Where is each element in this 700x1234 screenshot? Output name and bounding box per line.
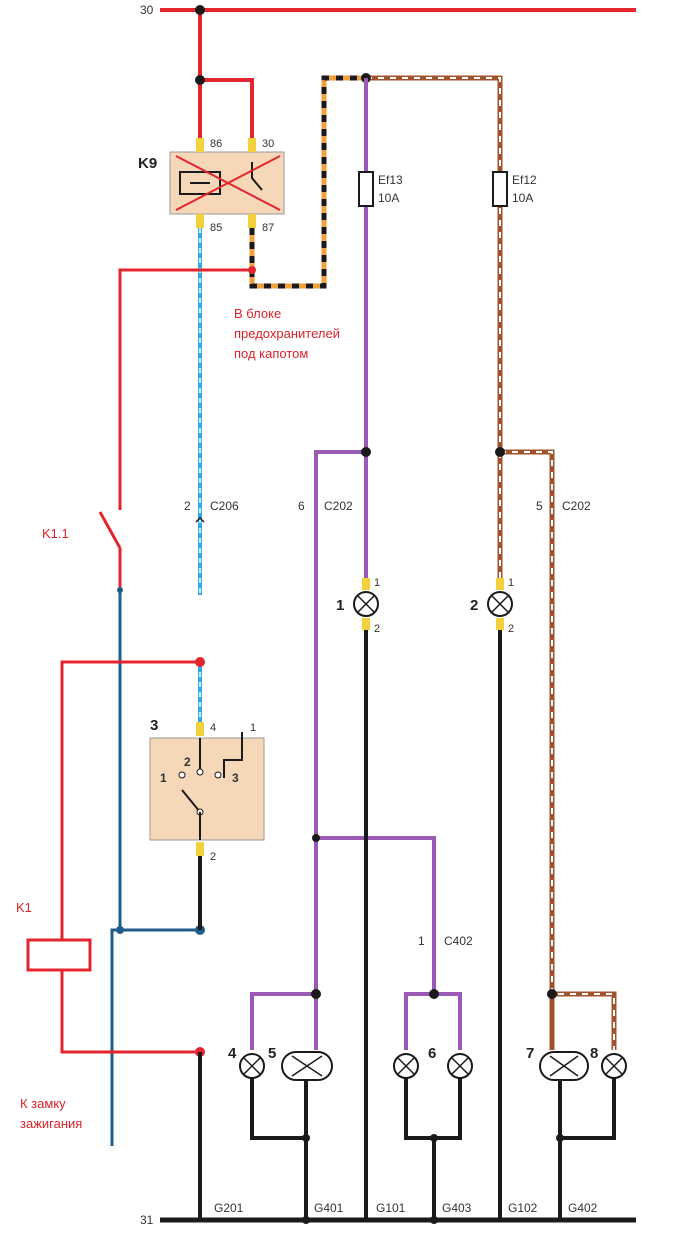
fuse-ef13-rating: 10A bbox=[378, 191, 399, 205]
relay-k1-coil bbox=[26, 938, 92, 972]
lamp-6-label: 6 bbox=[428, 1045, 436, 1062]
purple-wires bbox=[250, 450, 462, 1050]
lamp-8-label: 8 bbox=[590, 1045, 598, 1062]
lamp-6-right bbox=[447, 1053, 473, 1079]
brown-white-wire-lower bbox=[497, 449, 617, 1050]
connector-pin bbox=[196, 138, 204, 152]
ground-wires bbox=[250, 1078, 616, 1220]
ground-g403: G403 bbox=[442, 1201, 472, 1215]
relay-k9-label: K9 bbox=[138, 155, 157, 172]
switch-pos-3: 3 bbox=[232, 771, 239, 785]
relay-k9 bbox=[169, 151, 285, 215]
fuse-box-note: В блоке предохранителей под капотом bbox=[234, 306, 344, 361]
relay-pin-30: 30 bbox=[262, 138, 274, 150]
svg-text:2: 2 bbox=[508, 623, 514, 635]
junction-dot bbox=[195, 75, 205, 85]
fuse-ef12-name: Ef12 bbox=[512, 173, 537, 187]
c202-pin-6: 6 bbox=[298, 499, 305, 513]
switch-pos-1: 1 bbox=[160, 771, 167, 785]
lamp-7-label: 7 bbox=[526, 1045, 534, 1062]
lamp-6-left bbox=[393, 1053, 419, 1079]
red-wire-k1-contact bbox=[118, 268, 252, 510]
lamp-4 bbox=[239, 1053, 265, 1079]
connector-pin bbox=[248, 138, 256, 152]
c202-pin-5: 5 bbox=[536, 499, 543, 513]
red-wire-k1-coil bbox=[60, 660, 200, 940]
switch-3 bbox=[149, 737, 265, 841]
bus-30-label: 30 bbox=[140, 3, 154, 17]
c202-name-right: C202 bbox=[562, 499, 591, 513]
lamp-7 bbox=[539, 1051, 589, 1081]
switch-label: 3 bbox=[150, 717, 158, 734]
ground-g402: G402 bbox=[568, 1201, 598, 1215]
lamp-2 bbox=[487, 578, 513, 630]
bus-31-label: 31 bbox=[140, 1213, 154, 1227]
c206-pin: 2 bbox=[184, 499, 191, 513]
ground-g101: G101 bbox=[376, 1201, 406, 1215]
connector-pin bbox=[196, 214, 204, 228]
svg-text:2: 2 bbox=[374, 623, 380, 635]
dark-blue-wire bbox=[110, 590, 200, 1146]
fuse-ef13 bbox=[358, 171, 374, 207]
k1-contact-label: K1.1 bbox=[42, 526, 69, 541]
lamp-5-label: 5 bbox=[268, 1045, 276, 1062]
fuse-ef12 bbox=[492, 171, 508, 207]
svg-text:1: 1 bbox=[374, 577, 380, 589]
relay-pin-87: 87 bbox=[262, 222, 274, 234]
fuse-ef13-name: Ef13 bbox=[378, 173, 403, 187]
connector-pin bbox=[248, 214, 256, 228]
relay-pin-86: 86 bbox=[210, 138, 222, 150]
c402-pin: 1 bbox=[418, 934, 425, 948]
red-feed-wires bbox=[198, 10, 254, 140]
c206-name: C206 bbox=[210, 499, 239, 513]
switch-pin-2: 2 bbox=[210, 851, 216, 863]
c402-name: C402 bbox=[444, 934, 473, 948]
brown-white-wire bbox=[366, 75, 503, 452]
fuse-ef12-rating: 10A bbox=[512, 191, 533, 205]
lamp-1-label: 1 bbox=[336, 597, 344, 614]
ground-g401: G401 bbox=[314, 1201, 344, 1215]
lamp-1 bbox=[353, 578, 379, 630]
lamp-2-label: 2 bbox=[470, 597, 478, 614]
switch-pos-2: 2 bbox=[184, 755, 191, 769]
ground-g201: G201 bbox=[214, 1201, 244, 1215]
lamp-4-label: 4 bbox=[228, 1045, 237, 1062]
lamp-5 bbox=[281, 1051, 333, 1081]
ground-g102: G102 bbox=[508, 1201, 538, 1215]
ignition-note: К замку зажигания bbox=[20, 1096, 82, 1131]
junction-dot bbox=[195, 5, 205, 15]
switch-pin-4: 4 bbox=[210, 722, 216, 734]
relay-k1-label: K1 bbox=[16, 900, 32, 915]
svg-text:1: 1 bbox=[508, 577, 514, 589]
lamp-8 bbox=[601, 1053, 627, 1079]
k1-contact bbox=[98, 511, 122, 549]
switch-pin-1: 1 bbox=[250, 722, 256, 734]
relay-pin-85: 85 bbox=[210, 222, 222, 234]
c202-name-left: C202 bbox=[324, 499, 353, 513]
